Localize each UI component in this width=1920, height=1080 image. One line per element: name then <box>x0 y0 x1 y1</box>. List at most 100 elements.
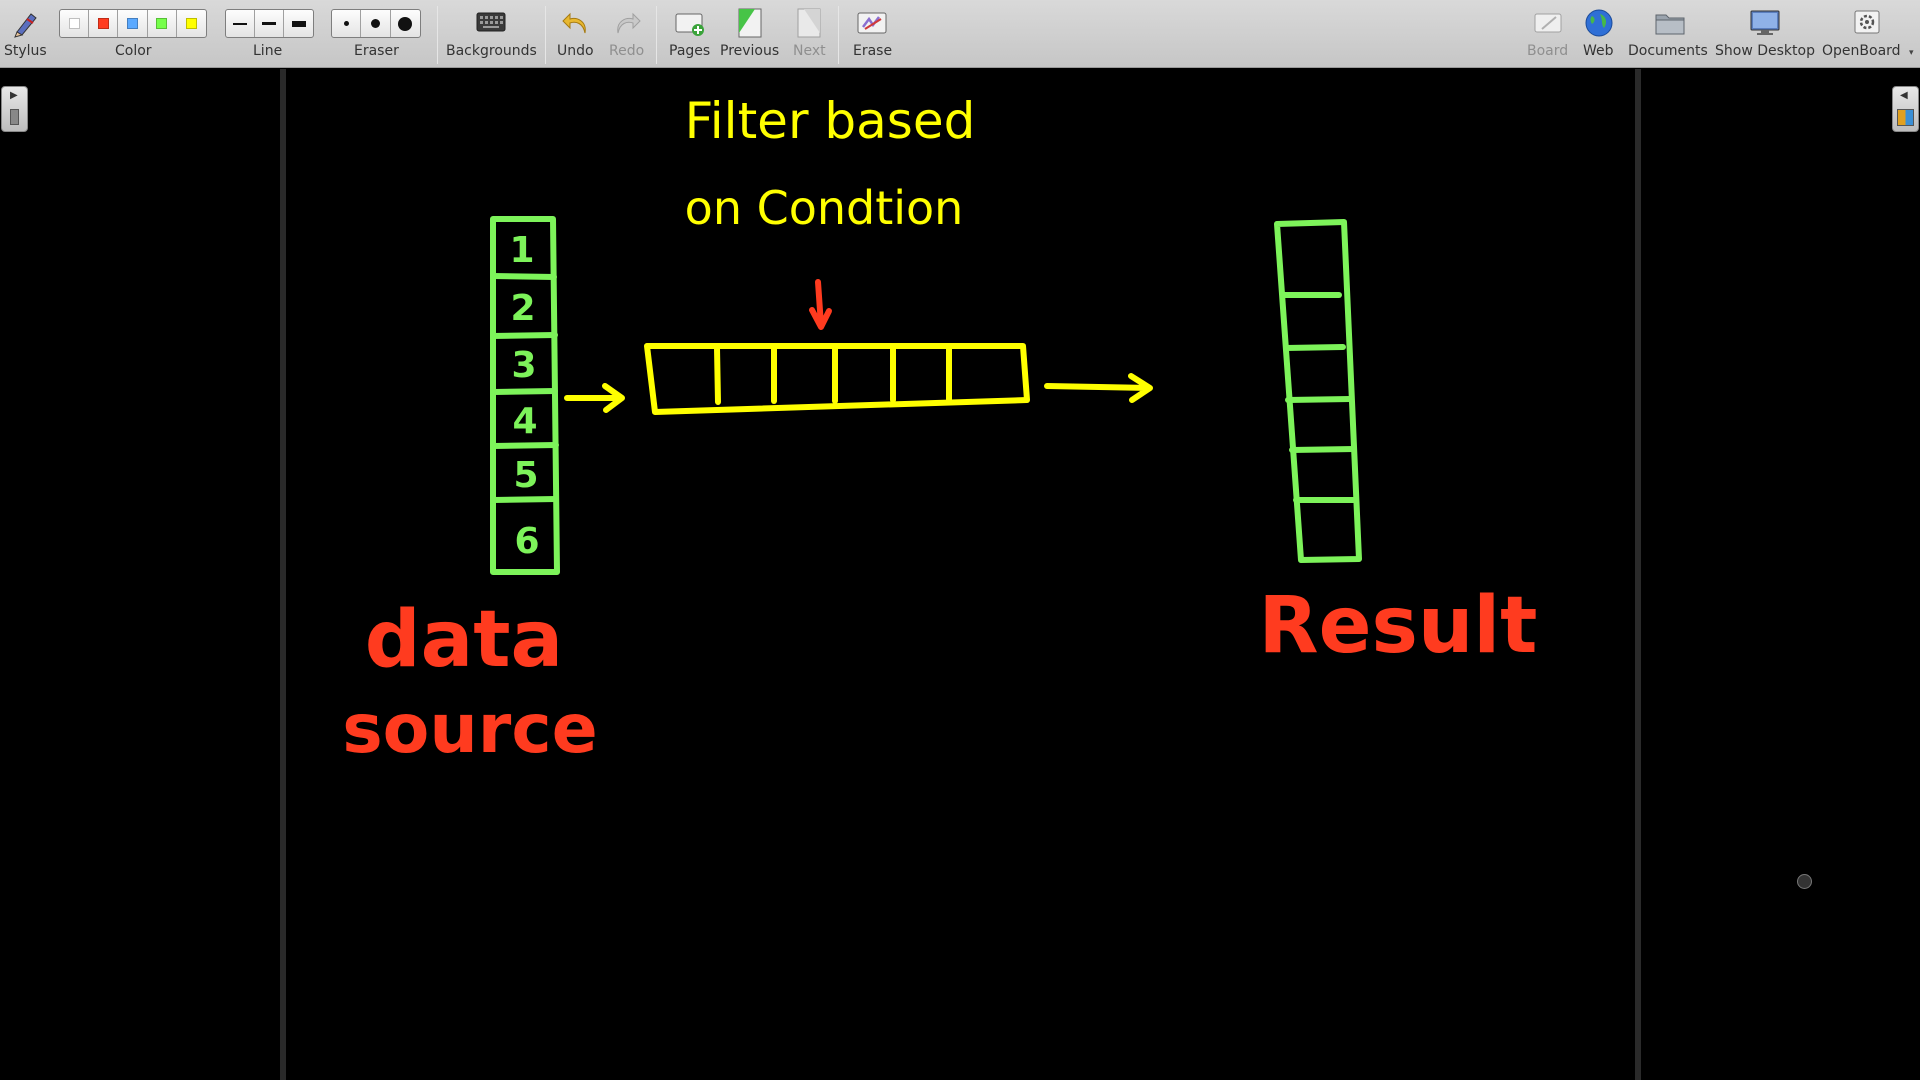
web-label: Web <box>1583 43 1614 59</box>
color-swatch-3[interactable] <box>118 10 148 37</box>
documents-label: Documents <box>1628 43 1708 59</box>
show-desktop-button[interactable]: Show Desktop <box>1715 0 1815 68</box>
color-picker[interactable] <box>59 9 207 38</box>
expand-left-icon: ◀ <box>1900 90 1908 101</box>
result-cell-divider <box>1285 396 1353 403</box>
annotation-data-source-line1: data <box>365 595 563 685</box>
board-icon <box>1532 7 1564 39</box>
line-label: Line <box>253 43 283 59</box>
undo-arrow-icon <box>561 7 591 39</box>
pointer-cursor <box>1797 874 1812 889</box>
data-source-column <box>490 216 560 575</box>
result-cell-divider <box>1283 344 1346 351</box>
filter-row <box>644 343 1030 415</box>
eraser-small-option[interactable] <box>332 10 362 37</box>
result-cell-divider <box>1289 446 1357 453</box>
erase-board-icon <box>855 7 889 39</box>
source-column-outline <box>490 216 560 575</box>
pages-list-icon <box>10 109 19 125</box>
previous-page-icon <box>735 7 765 39</box>
undo-button[interactable]: Undo <box>557 0 594 68</box>
toolbar-separator <box>437 6 438 64</box>
right-palette-toggle[interactable]: ◀ <box>1892 86 1919 132</box>
condition-arrow <box>809 279 832 330</box>
source-cell-divider <box>491 496 559 503</box>
left-palette-toggle[interactable]: ▶ <box>1 86 28 132</box>
backgrounds-label: Backgrounds <box>446 43 537 59</box>
show-desktop-label: Show Desktop <box>1715 43 1815 59</box>
stylus-tool[interactable]: Stylus <box>4 0 48 68</box>
erase-label: Erase <box>853 43 893 59</box>
chevron-down-icon: ▾ <box>1909 48 1914 58</box>
color-swatch-5[interactable] <box>177 10 206 37</box>
eraser-size-picker[interactable] <box>331 9 421 38</box>
annotation-result: Result <box>1259 581 1538 671</box>
erase-board-button[interactable]: Erase <box>853 0 893 68</box>
board-label: Board <box>1527 43 1569 59</box>
previous-page-button[interactable]: Previous <box>720 0 779 68</box>
toolbar-separator <box>838 6 839 64</box>
page-right-edge <box>1635 69 1641 1080</box>
line-thick-option[interactable] <box>284 10 313 37</box>
annotation-data-source-line2: source <box>342 690 598 769</box>
annotation-filter-line2: on Condtion <box>685 181 964 235</box>
color-swatch-fill <box>68 18 80 29</box>
redo-button[interactable]: Redo <box>609 0 644 68</box>
filter-cell-divider <box>714 345 721 405</box>
line-width-picker[interactable] <box>225 9 314 38</box>
line-medium-option[interactable] <box>255 10 284 37</box>
openboard-menu-button[interactable]: OpenBoard ▾ <box>1822 0 1914 68</box>
redo-arrow-icon <box>612 7 642 39</box>
result-column-outline <box>1274 219 1362 563</box>
eraser-medium-option[interactable] <box>361 10 391 37</box>
source-cell-number: 6 <box>514 521 539 562</box>
annotation-filter-line1: Filter based <box>685 92 976 150</box>
toolbar-separator <box>545 6 546 64</box>
toolbar-separator <box>656 6 657 64</box>
pages-label: Pages <box>669 43 711 59</box>
backgrounds-button[interactable]: Backgrounds <box>446 0 537 68</box>
settings-gear-icon <box>1851 7 1883 39</box>
next-label: Next <box>793 43 826 59</box>
undo-label: Undo <box>557 43 594 59</box>
input-arrow <box>564 383 625 413</box>
source-cell-number: 1 <box>509 230 534 271</box>
source-cell-divider <box>491 388 558 395</box>
pages-button[interactable]: Pages <box>669 0 711 68</box>
next-page-icon <box>794 7 824 39</box>
color-swatch-1[interactable] <box>60 10 90 37</box>
line-thin-option[interactable] <box>226 10 255 37</box>
next-page-button[interactable]: Next <box>793 0 826 68</box>
page-left-edge <box>280 69 286 1080</box>
globe-icon <box>1584 7 1614 39</box>
monitor-icon <box>1748 7 1782 39</box>
color-swatch-2[interactable] <box>89 10 119 37</box>
source-cell-divider <box>491 442 559 449</box>
whiteboard-canvas[interactable] <box>0 69 1920 1080</box>
keyboard-grid-icon <box>475 7 507 39</box>
board-mode-button[interactable]: Board <box>1527 0 1569 68</box>
web-mode-button[interactable]: Web <box>1583 0 1615 68</box>
stylus-label: Stylus <box>4 43 47 59</box>
redo-label: Redo <box>609 43 645 59</box>
source-cell-divider <box>490 332 558 339</box>
output-arrow <box>1044 373 1153 403</box>
result-column <box>1274 219 1362 563</box>
color-swatch-4[interactable] <box>148 10 177 37</box>
documents-mode-button[interactable]: Documents <box>1628 0 1712 68</box>
color-swatch-fill <box>156 18 168 29</box>
source-cell-number: 4 <box>512 401 537 442</box>
color-swatch-fill <box>185 18 197 29</box>
source-cell-number: 5 <box>513 455 538 496</box>
add-page-icon <box>673 7 707 39</box>
stylus-pen-icon <box>11 7 41 39</box>
source-cell-number: 2 <box>510 288 535 329</box>
color-swatch-fill <box>97 18 109 29</box>
library-icon <box>1897 109 1914 126</box>
source-cell-divider <box>490 273 557 280</box>
toolbar: Stylus Color Line Eraser Background <box>0 0 1920 68</box>
folder-icon <box>1653 7 1687 39</box>
eraser-large-option[interactable] <box>391 10 420 37</box>
filter-row-outline <box>644 343 1030 415</box>
previous-label: Previous <box>720 43 780 59</box>
